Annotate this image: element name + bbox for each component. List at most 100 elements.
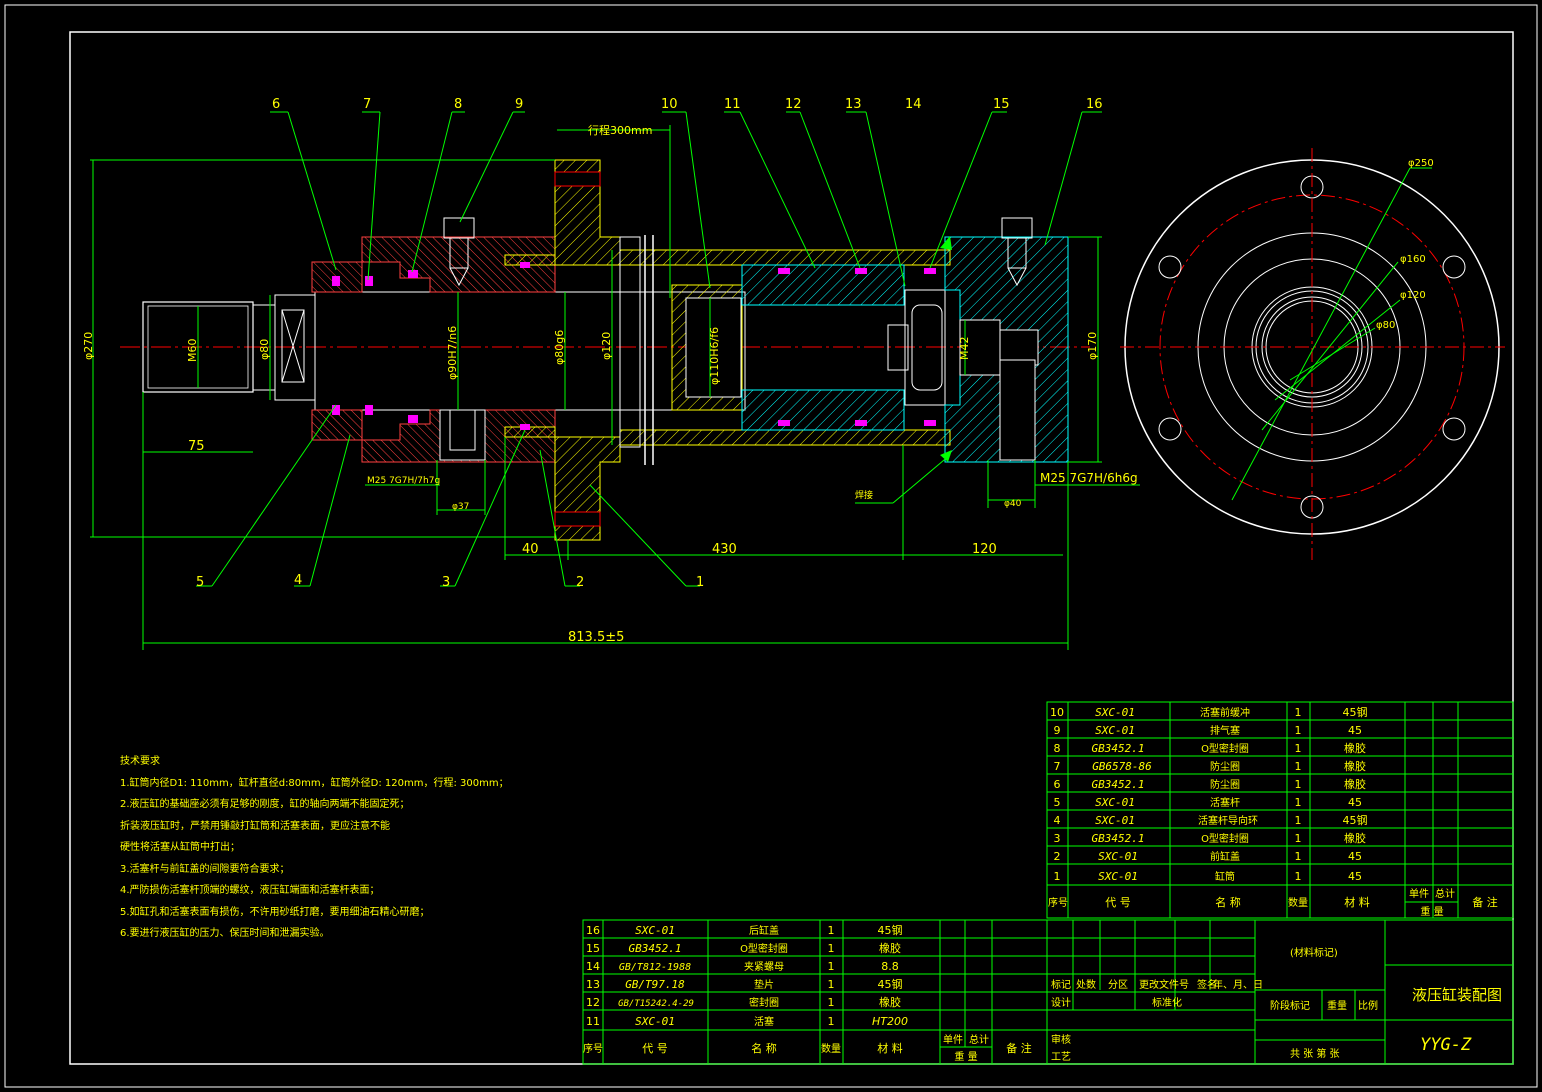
leader-8: 8	[454, 97, 462, 112]
dim-m25b: M25 7G7H/6h6g	[1040, 471, 1138, 485]
bom-lower-text: 16 SXC-01 后缸盖 1 45钢 15 GB3452.1 O型密封圈 1 …	[583, 924, 1032, 1063]
bl-r2-qty: 1	[828, 960, 835, 973]
bom-upper-text: 10 SXC-01 活塞前缓冲 1 45钢 9 SXC-01 排气塞 1 45 …	[1048, 706, 1498, 918]
bu-h-mat: 材 料	[1344, 895, 1370, 909]
dim-total: 813.5±5	[568, 630, 624, 645]
bl-r1-mat: 橡胶	[879, 941, 901, 955]
bu-h-unit: 单件	[1409, 888, 1429, 900]
bl-r5-no: 11	[586, 1015, 600, 1028]
dim-d37: φ37	[452, 502, 469, 512]
bom-lower	[582, 919, 1514, 1065]
bl-r3-name: 垫片	[754, 978, 774, 991]
leader-15: 15	[993, 97, 1010, 112]
tb-sign: 签名	[1197, 978, 1217, 991]
bu-r2-code: GB3452.1	[1092, 742, 1145, 755]
tb-scale: 比例	[1358, 999, 1378, 1012]
technical-requirements: 技术要求 1.缸筒内径D1: 110mm，缸杆直径d:80mm，缸筒外径D: 1…	[120, 754, 509, 939]
dim-stroke: 行程300mm	[588, 124, 652, 137]
bu-r5-no: 5	[1054, 796, 1061, 809]
bu-r0-code: SXC-01	[1095, 706, 1135, 719]
bu-r1-mat: 45	[1348, 724, 1362, 737]
leader-4: 4	[294, 573, 302, 588]
leader-14: 14	[905, 97, 922, 112]
bl-r5-code: SXC-01	[635, 1015, 675, 1028]
bl-r4-name: 密封圈	[749, 996, 779, 1009]
bl-h-no: 序号	[583, 1042, 603, 1055]
bu-r9-code: SXC-01	[1098, 870, 1138, 883]
leader-12: 12	[785, 97, 802, 112]
tb-change-doc: 更改文件号	[1139, 978, 1189, 991]
bl-h-total: 总计	[969, 1033, 989, 1046]
bu-r9-mat: 45	[1348, 870, 1362, 883]
part-numbers: 6 7 8 9 10 11 12 13 14 15 16 5 4 3 2 1	[196, 97, 1103, 590]
tb-code: YYG-Z	[1420, 1035, 1472, 1055]
leader-1: 1	[696, 575, 704, 590]
bu-r6-qty: 1	[1295, 814, 1302, 827]
bu-r5-mat: 45	[1348, 796, 1362, 809]
tb-zone: 分区	[1108, 979, 1128, 991]
bl-h-code: 代 号	[642, 1042, 668, 1055]
bu-r3-qty: 1	[1295, 760, 1302, 773]
leader-7: 7	[363, 97, 371, 112]
bu-r8-qty: 1	[1295, 850, 1302, 863]
end-d250: φ250	[1408, 158, 1434, 169]
bu-r8-code: SXC-01	[1098, 850, 1138, 863]
tb-design: 设计	[1051, 996, 1071, 1009]
title-block: 标记 处数 分区 更改文件号 签名 年、月、日 设计 标准化 审核 工艺 (材料…	[1051, 946, 1502, 1063]
dim-d120: φ120	[600, 332, 613, 360]
bu-h-name: 名 称	[1215, 895, 1241, 909]
drawing-frame	[4, 4, 1538, 1088]
leader-ends	[940, 236, 952, 462]
bl-r3-qty: 1	[828, 978, 835, 991]
bu-r3-code: GB6578-86	[1092, 760, 1152, 773]
bl-r1-qty: 1	[828, 942, 835, 955]
bl-r2-no: 14	[586, 960, 600, 973]
tb-review: 审核	[1051, 1033, 1071, 1046]
bl-r4-no: 12	[586, 996, 600, 1009]
bl-r0-code: SXC-01	[635, 924, 675, 937]
dim-75: 75	[188, 439, 205, 454]
bu-r7-name: O型密封圈	[1201, 832, 1249, 845]
bl-r0-mat: 45钢	[878, 924, 903, 937]
bu-r0-name: 活塞前缓冲	[1200, 706, 1250, 719]
bu-r7-mat: 橡胶	[1344, 831, 1366, 845]
bu-r2-name: O型密封圈	[1201, 742, 1249, 755]
bu-h-total: 总计	[1435, 887, 1455, 900]
bl-r1-no: 15	[586, 942, 600, 955]
dimension-lines	[90, 125, 1140, 650]
bu-r4-mat: 橡胶	[1344, 777, 1366, 791]
bu-h-code: 代 号	[1105, 896, 1131, 909]
bl-h-weight: 重 量	[954, 1050, 977, 1063]
dim-430: 430	[712, 542, 737, 557]
dim-d270: φ270	[82, 332, 95, 360]
dim-m42: M42	[958, 337, 971, 361]
bu-r2-qty: 1	[1295, 742, 1302, 755]
end-d160: φ160	[1400, 254, 1426, 265]
bu-r5-name: 活塞杆	[1210, 796, 1240, 809]
bl-r4-code: GB/T15242.4-29	[618, 999, 694, 1009]
bl-r4-qty: 1	[828, 996, 835, 1009]
bu-r4-no: 6	[1054, 778, 1061, 791]
bl-r4-mat: 橡胶	[879, 995, 901, 1009]
bu-r4-code: GB3452.1	[1092, 778, 1145, 791]
leader-10: 10	[661, 97, 678, 112]
end-d120: φ120	[1400, 290, 1426, 301]
bu-h-note: 备 注	[1472, 895, 1498, 909]
end-d80: φ80	[1376, 320, 1395, 331]
bl-r1-code: GB3452.1	[629, 942, 682, 955]
bu-h-weight: 重 量	[1420, 905, 1443, 918]
bl-r1-name: O型密封圈	[740, 942, 788, 955]
bu-r1-name: 排气塞	[1210, 724, 1240, 737]
leader-16: 16	[1086, 97, 1103, 112]
tb-mark: 标记	[1051, 979, 1071, 991]
bl-h-mat: 材 料	[877, 1041, 903, 1055]
bl-h-qty: 数量	[821, 1042, 841, 1055]
dim-weld: 焊接	[855, 489, 873, 501]
bu-r0-no: 10	[1050, 706, 1064, 719]
bu-r6-mat: 45钢	[1343, 814, 1368, 827]
bl-r0-name: 后缸盖	[749, 924, 779, 937]
dim-120: 120	[972, 542, 997, 557]
leader-13: 13	[845, 97, 862, 112]
bu-r3-name: 防尘圈	[1210, 760, 1240, 773]
